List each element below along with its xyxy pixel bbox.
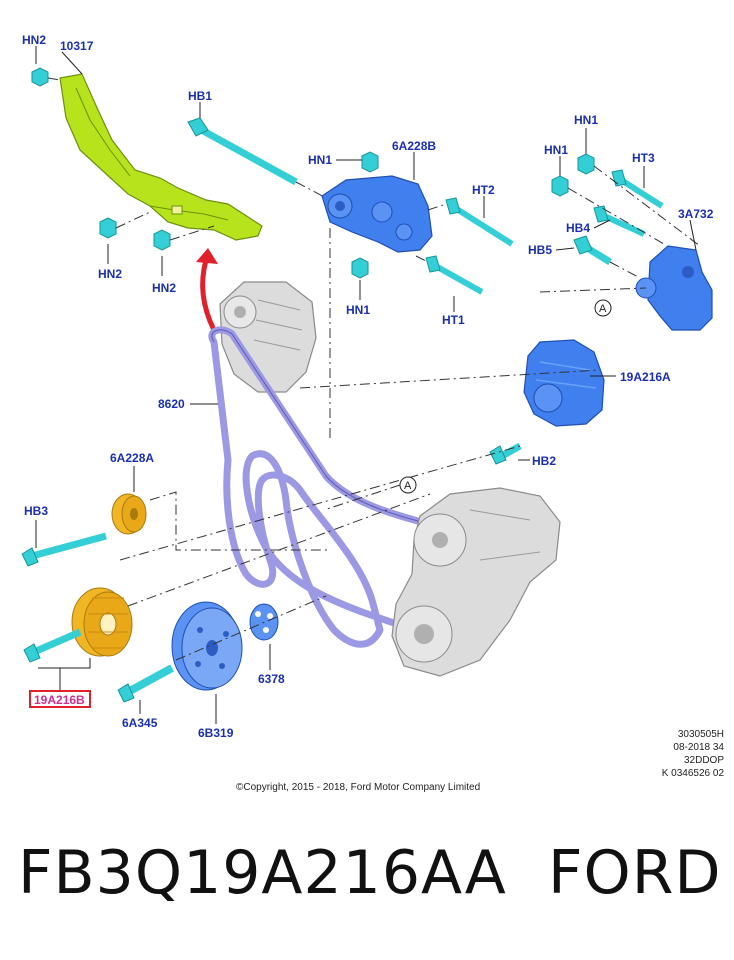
label-10317[interactable]: 10317 bbox=[60, 39, 94, 53]
label-6a345[interactable]: 6A345 bbox=[122, 716, 158, 730]
svg-text:A: A bbox=[404, 480, 412, 492]
reference-a-upper: A bbox=[594, 299, 612, 317]
highlight-box bbox=[29, 690, 91, 708]
label-19a216a[interactable]: 19A216A bbox=[620, 370, 671, 384]
nut-hn1-r2[interactable] bbox=[551, 175, 569, 197]
label-hn1-r1[interactable]: HN1 bbox=[574, 113, 598, 127]
label-hn1-mid[interactable]: HN1 bbox=[308, 153, 332, 167]
bolt-6a345[interactable] bbox=[117, 664, 174, 703]
bolt-hb5[interactable] bbox=[573, 235, 612, 265]
crank-pulley-6b319[interactable] bbox=[171, 601, 243, 691]
copyright-notice: ©Copyright, 2015 - 2018, Ford Motor Comp… bbox=[236, 782, 481, 793]
exploded-parts-diagram: A A HN2 10317 bbox=[21, 33, 714, 740]
label-8620[interactable]: 8620 bbox=[158, 397, 185, 411]
nut-hn2-b[interactable] bbox=[153, 229, 171, 251]
reference-line-3: 32DDOP bbox=[683, 755, 724, 766]
footer-caption: FB3Q19A216AA FORD bbox=[0, 838, 734, 928]
svg-text:A: A bbox=[599, 303, 607, 315]
label-hn2-top[interactable]: HN2 bbox=[22, 33, 46, 47]
pulley-19a216b[interactable] bbox=[71, 587, 133, 657]
bolt-ht1[interactable] bbox=[425, 255, 484, 295]
nut-hn2-a[interactable] bbox=[99, 217, 117, 239]
reference-line-4: K 0346526 02 bbox=[661, 768, 724, 779]
idler-6a228a[interactable] bbox=[111, 493, 147, 535]
label-3a732[interactable]: 3A732 bbox=[678, 207, 714, 221]
bolt-ht3[interactable] bbox=[611, 169, 664, 209]
part-number: FB3Q19A216AA bbox=[18, 838, 507, 908]
nut-hn1-mid[interactable] bbox=[361, 151, 379, 173]
reference-a-lower: A bbox=[399, 476, 417, 494]
bracket-3a732[interactable] bbox=[635, 245, 713, 331]
bolt-19a216b[interactable] bbox=[23, 628, 82, 663]
label-ht2[interactable]: HT2 bbox=[472, 183, 495, 197]
reference-line-2: 08-2018 34 bbox=[673, 742, 724, 753]
label-ht1[interactable]: HT1 bbox=[442, 313, 465, 327]
label-6a228b[interactable]: 6A228B bbox=[392, 139, 436, 153]
label-hn1-low[interactable]: HN1 bbox=[346, 303, 370, 317]
label-hb4[interactable]: HB4 bbox=[566, 221, 590, 235]
bolt-hb3[interactable] bbox=[21, 532, 107, 567]
reference-line-1: 3030505H bbox=[677, 729, 724, 740]
bolt-ht2[interactable] bbox=[445, 197, 514, 247]
label-19a216b[interactable]: 19A216B bbox=[34, 693, 85, 707]
bolt-hb1[interactable] bbox=[187, 117, 298, 186]
label-6378[interactable]: 6378 bbox=[258, 672, 285, 686]
direction-arrow bbox=[196, 248, 218, 332]
compressor-assembly[interactable] bbox=[391, 487, 561, 677]
label-ht3[interactable]: HT3 bbox=[632, 151, 655, 165]
nut-hn1-r1[interactable] bbox=[577, 153, 595, 175]
label-hb5[interactable]: HB5 bbox=[528, 243, 552, 257]
alternator[interactable] bbox=[219, 281, 317, 393]
label-hb2[interactable]: HB2 bbox=[532, 454, 556, 468]
brand-name: FORD bbox=[548, 838, 722, 908]
label-hn2-a[interactable]: HN2 bbox=[98, 267, 122, 281]
nut-hn1-low[interactable] bbox=[351, 257, 369, 279]
label-hn1-r2[interactable]: HN1 bbox=[544, 143, 568, 157]
bracket-10317[interactable] bbox=[59, 73, 263, 241]
label-hb1[interactable]: HB1 bbox=[188, 89, 212, 103]
bolt-hb2[interactable] bbox=[489, 442, 522, 465]
label-hb3[interactable]: HB3 bbox=[24, 504, 48, 518]
nut-hn2-top[interactable] bbox=[31, 67, 49, 87]
water-pump-19a216a[interactable] bbox=[523, 339, 605, 427]
diagram-reference-block: 3030505H 08-2018 34 32DDOP K 0346526 02 bbox=[620, 728, 724, 780]
tensioner-6a228b[interactable] bbox=[321, 175, 433, 253]
label-6b319[interactable]: 6B319 bbox=[198, 726, 234, 740]
label-6a228a[interactable]: 6A228A bbox=[110, 451, 154, 465]
bolt-hb4[interactable] bbox=[593, 205, 646, 237]
label-hn2-b[interactable]: HN2 bbox=[152, 281, 176, 295]
